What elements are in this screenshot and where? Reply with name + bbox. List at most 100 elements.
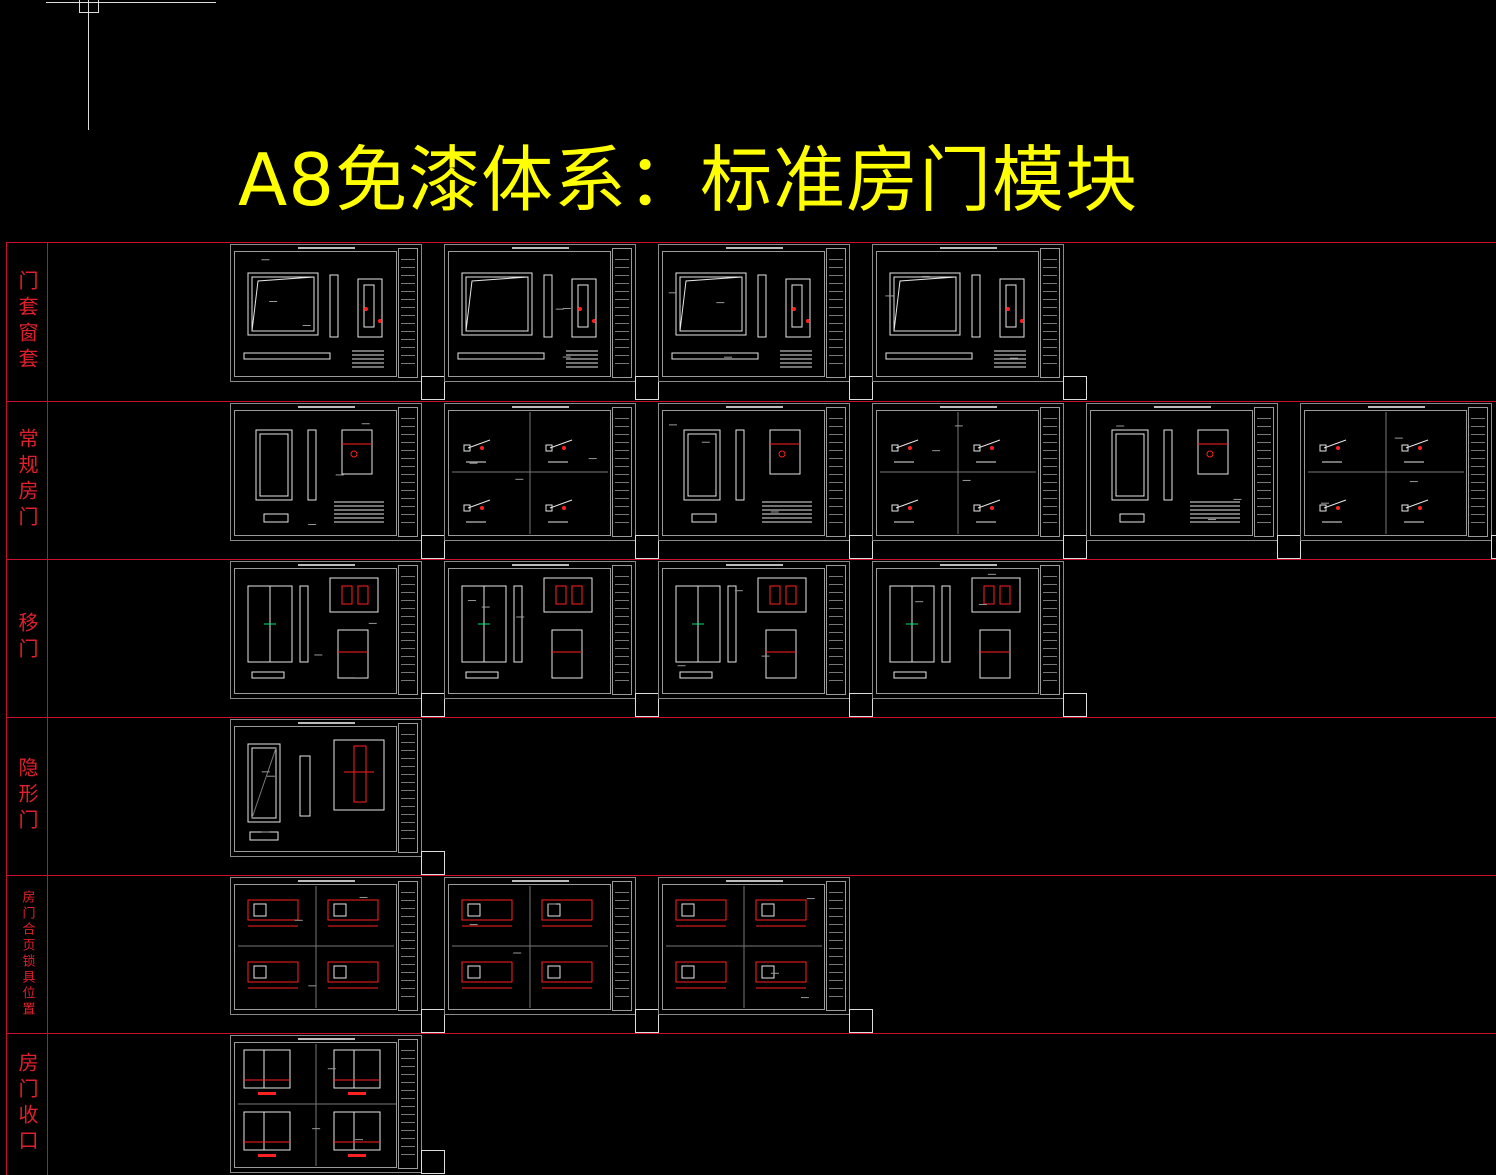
sheet-frame xyxy=(448,568,611,694)
drawing-sheet-door-finishing-1[interactable] xyxy=(230,1035,422,1173)
drawing-sheet-sliding-door-2[interactable] xyxy=(444,561,636,699)
cad-crosshair-vertical xyxy=(88,0,89,130)
sheet-frame xyxy=(234,410,397,536)
sheet-header xyxy=(511,247,569,249)
drawing-sheet-door-window-casing-2[interactable] xyxy=(444,244,636,382)
title-block xyxy=(398,881,418,1011)
sheet-drawing xyxy=(247,739,385,841)
sheet-drawing xyxy=(880,412,1036,534)
sheet-drawing xyxy=(889,573,1021,679)
sheet-drawing xyxy=(457,272,598,368)
sheet-frame xyxy=(1304,410,1467,536)
title-block xyxy=(1468,407,1488,537)
page-title: A8免漆体系：标准房门模块 xyxy=(238,138,1139,222)
drawing-sheet-regular-door-2[interactable] xyxy=(444,403,636,541)
insertion-grip[interactable] xyxy=(421,376,445,400)
drawing-sheet-sliding-door-1[interactable] xyxy=(230,561,422,699)
sheet-drawing xyxy=(1111,425,1242,523)
drawing-sheet-regular-door-4[interactable] xyxy=(872,403,1064,541)
sheet-frame xyxy=(234,884,397,1010)
insertion-grip[interactable] xyxy=(849,1009,873,1033)
insertion-grip[interactable] xyxy=(849,376,873,400)
title-block xyxy=(612,565,632,695)
drawing-sheet-hidden-door-1[interactable] xyxy=(230,719,422,857)
column-divider xyxy=(6,242,7,1175)
drawing-sheet-regular-door-6[interactable] xyxy=(1300,403,1492,541)
sheet-frame xyxy=(876,568,1039,694)
insertion-grip[interactable] xyxy=(635,1009,659,1033)
insertion-grip[interactable] xyxy=(1063,376,1087,400)
title-block xyxy=(826,881,846,1011)
row-divider xyxy=(6,875,1496,876)
sheet-drawing xyxy=(243,259,384,368)
insertion-grip[interactable] xyxy=(635,693,659,717)
sheet-drawing xyxy=(668,272,812,368)
sheet-header xyxy=(939,247,997,249)
insertion-grip[interactable] xyxy=(849,535,873,559)
sheet-frame xyxy=(234,568,397,694)
row-divider xyxy=(6,559,1496,560)
title-block xyxy=(1040,248,1060,378)
category-label-text: 门套窗套 xyxy=(15,269,39,374)
title-block xyxy=(398,565,418,695)
category-label-text: 房门收口 xyxy=(15,1052,39,1156)
insertion-grip[interactable] xyxy=(1277,535,1301,559)
insertion-grip[interactable] xyxy=(1063,693,1087,717)
title-block xyxy=(398,723,418,853)
cad-cursor-pickbox xyxy=(79,0,99,13)
sheet-header xyxy=(725,564,783,566)
drawing-sheet-regular-door-3[interactable] xyxy=(658,403,850,541)
insertion-grip[interactable] xyxy=(1491,535,1496,559)
drawing-sheet-regular-door-1[interactable] xyxy=(230,403,422,541)
cad-crosshair-horizontal xyxy=(46,2,216,3)
sheet-frame xyxy=(448,884,611,1010)
drawing-sheet-hinge-lock-position-1[interactable] xyxy=(230,877,422,1015)
title-block xyxy=(398,407,418,537)
drawing-sheet-sliding-door-3[interactable] xyxy=(658,561,850,699)
title-block xyxy=(398,1039,418,1169)
sheet-frame xyxy=(448,410,611,536)
title-block xyxy=(1254,407,1274,537)
sheet-frame xyxy=(1090,410,1253,536)
insertion-grip[interactable] xyxy=(635,535,659,559)
sheet-frame xyxy=(662,568,825,694)
drawing-sheet-door-window-casing-4[interactable] xyxy=(872,244,1064,382)
insertion-grip[interactable] xyxy=(421,693,445,717)
drawing-sheet-regular-door-5[interactable] xyxy=(1086,403,1278,541)
drawing-sheet-door-window-casing-3[interactable] xyxy=(658,244,850,382)
row-divider xyxy=(6,401,1496,402)
sheet-drawing xyxy=(255,423,384,526)
sheet-header xyxy=(297,564,355,566)
category-label-door-window-casing: 门套窗套 xyxy=(7,242,47,401)
sheet-frame xyxy=(662,884,825,1010)
drawing-sheet-door-window-casing-1[interactable] xyxy=(230,244,422,382)
category-label-text: 常规房门 xyxy=(15,428,39,532)
sheet-frame xyxy=(234,251,397,377)
title-block xyxy=(398,248,418,378)
sheet-header xyxy=(1367,406,1425,408)
sheet-header xyxy=(939,564,997,566)
sheet-header xyxy=(725,880,783,882)
insertion-grip[interactable] xyxy=(421,535,445,559)
sheet-header xyxy=(297,406,355,408)
row-divider xyxy=(6,1033,1496,1034)
drawing-sheet-hinge-lock-position-2[interactable] xyxy=(444,877,636,1015)
insertion-grip[interactable] xyxy=(421,851,445,875)
insertion-grip[interactable] xyxy=(421,1150,445,1174)
category-label-text: 移门 xyxy=(15,612,39,664)
insertion-grip[interactable] xyxy=(1063,535,1087,559)
sheet-drawing xyxy=(238,886,394,1008)
title-block xyxy=(1040,407,1060,537)
insertion-grip[interactable] xyxy=(849,693,873,717)
sheet-header xyxy=(297,247,355,249)
drawing-sheet-sliding-door-4[interactable] xyxy=(872,561,1064,699)
insertion-grip[interactable] xyxy=(635,376,659,400)
sheet-header xyxy=(939,406,997,408)
title-block xyxy=(826,407,846,537)
insertion-grip[interactable] xyxy=(421,1009,445,1033)
sheet-frame xyxy=(234,1042,397,1168)
sheet-drawing xyxy=(666,886,822,1008)
category-label-sliding-door: 移门 xyxy=(7,559,47,717)
drawing-sheet-hinge-lock-position-3[interactable] xyxy=(658,877,850,1015)
